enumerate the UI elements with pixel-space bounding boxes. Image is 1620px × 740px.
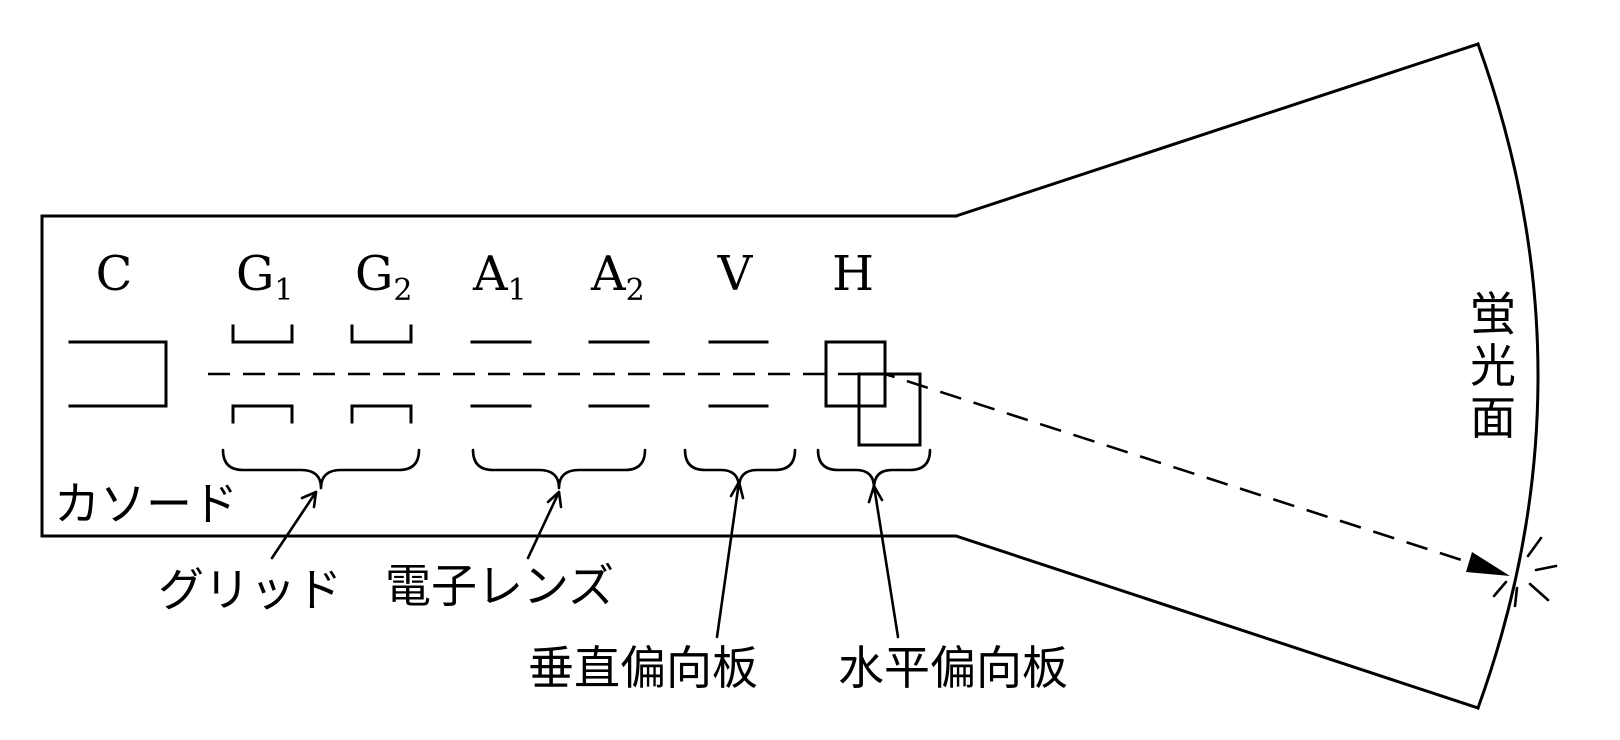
anode2-symbol: A2 (590, 246, 645, 308)
horizontal-plate-pointer (867, 484, 900, 639)
vertical-deflector-label: 垂直偏向板 (528, 641, 758, 695)
light-spot-icon (1492, 536, 1558, 608)
grid1-lower (231, 404, 294, 424)
vertical-plate-symbol: V (717, 246, 754, 302)
tube-cone-top (954, 42, 1480, 218)
horizontal-plate-back (857, 372, 922, 447)
grid2-upper (350, 324, 413, 344)
grid1-upper (231, 324, 294, 344)
electron-lens-label: 電子レンズ (385, 559, 614, 613)
grid-label: グリッド (158, 563, 342, 617)
screen-label-char-1: 蛍 (1470, 287, 1516, 341)
vertical-plate-pointer (715, 480, 745, 639)
grid2-symbol: G2 (355, 246, 412, 308)
grid-pointer (270, 490, 318, 560)
cathode-label: カソード (54, 477, 238, 531)
screen-label-char-2: 光 (1470, 339, 1516, 393)
beam-arrowhead (1466, 552, 1510, 576)
grid-brace (221, 448, 421, 490)
cathode (68, 340, 168, 408)
horizontal-plate-symbol: H (832, 246, 874, 302)
lens-brace (471, 448, 647, 490)
grid1-symbol: G1 (236, 246, 293, 308)
grid2-lower (350, 404, 413, 424)
horizontal-plate-brace (816, 448, 932, 490)
fluorescent-screen (1476, 42, 1540, 710)
tube-outline (40, 214, 1480, 710)
horizontal-deflector-label: 水平偏向板 (838, 641, 1068, 695)
electron-beam (208, 372, 1481, 568)
lens-pointer (526, 490, 563, 560)
screen-label-char-3: 面 (1470, 391, 1516, 445)
anode1-symbol: A1 (472, 246, 527, 308)
cathode-symbol: C (96, 246, 133, 302)
